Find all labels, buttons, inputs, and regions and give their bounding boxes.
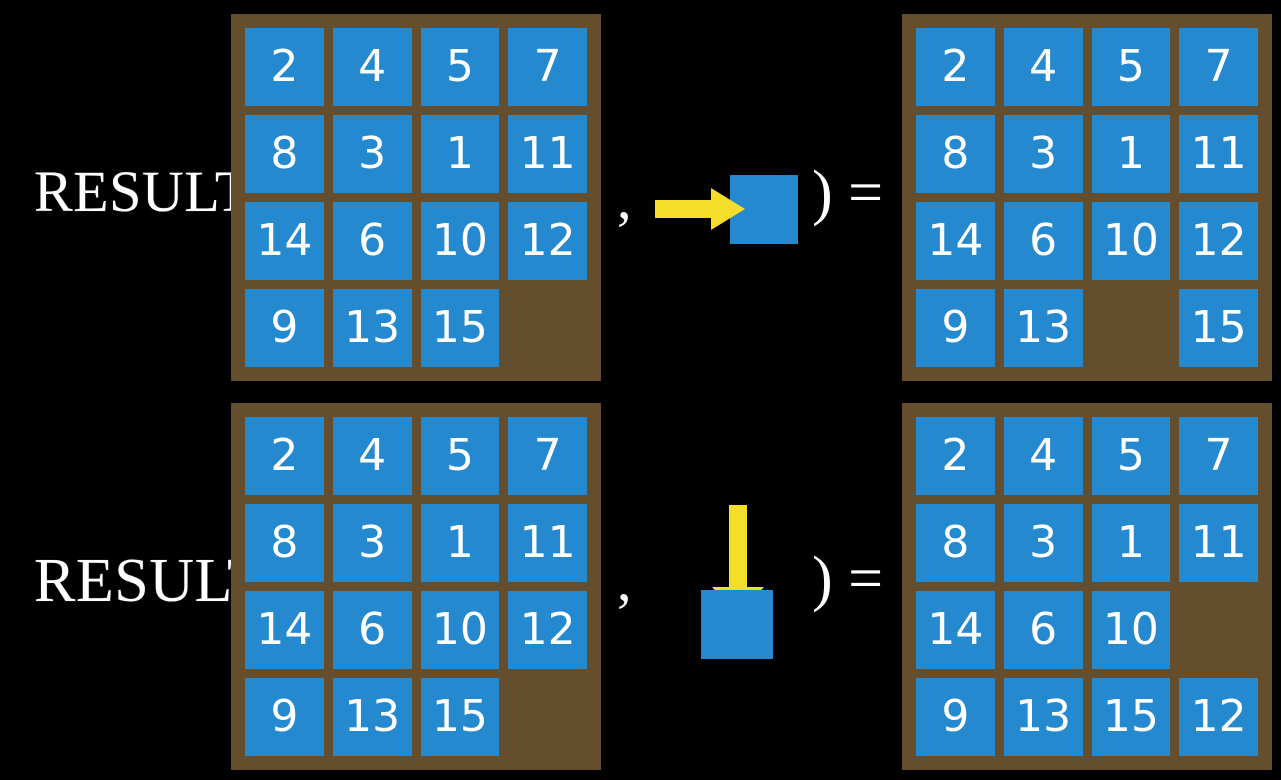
comma-separator-top: , — [617, 166, 632, 231]
input-board-bottom-tile-15[interactable]: 15 — [420, 678, 500, 756]
input-board-top-tile-13[interactable]: 13 — [332, 289, 412, 367]
output-board-bottom-tile-8[interactable]: 8 — [916, 504, 995, 582]
output-board-top-blank-cell-r4c3 — [1092, 289, 1171, 367]
output-board-bottom-tile-15[interactable]: 15 — [1091, 678, 1171, 756]
closing-paren-equals-top: ) = — [812, 159, 884, 227]
output-board-top-tile-13[interactable]: 13 — [1003, 289, 1083, 367]
output-board-top-tile-3[interactable]: 3 — [1003, 115, 1083, 193]
input-board-bottom-tile-6[interactable]: 6 — [332, 591, 412, 669]
input-board-bottom-tile-14[interactable]: 14 — [245, 591, 324, 669]
input-board-bottom-tile-2[interactable]: 2 — [245, 417, 324, 495]
output-board-bottom-tile-3[interactable]: 3 — [1003, 504, 1083, 582]
input-board-bottom-tile-5[interactable]: 5 — [420, 417, 500, 495]
input-board-top-tile-4[interactable]: 4 — [332, 28, 412, 106]
input-board-bottom-blank-cell-r4c4 — [508, 678, 587, 756]
output-board-top-tile-1[interactable]: 1 — [1091, 115, 1171, 193]
comma-separator-bottom: , — [617, 548, 632, 613]
output-board-top-tile-10[interactable]: 10 — [1091, 202, 1171, 280]
output-board-top-tile-6[interactable]: 6 — [1003, 202, 1083, 280]
input-board-top-tile-15[interactable]: 15 — [420, 289, 500, 367]
input-board-top-blank-cell-r4c4 — [508, 289, 587, 367]
input-board-bottom-tile-12[interactable]: 12 — [508, 591, 587, 669]
closing-paren-equals-bottom: ) = — [812, 545, 884, 613]
output-board-top-tile-14[interactable]: 14 — [916, 202, 995, 280]
input-board-top-tile-1[interactable]: 1 — [420, 115, 500, 193]
output-board-bottom-tile-9[interactable]: 9 — [916, 678, 995, 756]
output-board-top-tile-12[interactable]: 12 — [1179, 202, 1258, 280]
output-board-bottom-tile-2[interactable]: 2 — [916, 417, 995, 495]
input-board-top-tile-3[interactable]: 3 — [332, 115, 412, 193]
input-board-bottom-tile-3[interactable]: 3 — [332, 504, 412, 582]
output-board-bottom-tile-14[interactable]: 14 — [916, 591, 995, 669]
input-board-top-tile-6[interactable]: 6 — [332, 202, 412, 280]
output-board-bottom-tile-13[interactable]: 13 — [1003, 678, 1083, 756]
input-board-bottom-tile-13[interactable]: 13 — [332, 678, 412, 756]
output-board-bottom-blank-cell-r3c4 — [1179, 591, 1258, 669]
input-board-top-tile-10[interactable]: 10 — [420, 202, 500, 280]
output-board-top-tile-7[interactable]: 7 — [1179, 28, 1258, 106]
input-board-top-tile-2[interactable]: 2 — [245, 28, 324, 106]
output-board-top-tile-2[interactable]: 2 — [916, 28, 995, 106]
input-board-bottom-tile-10[interactable]: 10 — [420, 591, 500, 669]
input-board-bottom-tile-11[interactable]: 11 — [508, 504, 587, 582]
output-board-top-tile-8[interactable]: 8 — [916, 115, 995, 193]
output-board-bottom-tile-7[interactable]: 7 — [1179, 417, 1258, 495]
input-board-bottom-tile-1[interactable]: 1 — [420, 504, 500, 582]
output-board-top-tile-9[interactable]: 9 — [916, 289, 995, 367]
slide-down-arrow-icon — [712, 505, 764, 617]
output-board-top-tile-5[interactable]: 5 — [1091, 28, 1171, 106]
input-board-top-tile-11[interactable]: 11 — [508, 115, 587, 193]
input-board-top-tile-14[interactable]: 14 — [245, 202, 324, 280]
output-board-bottom-tile-5[interactable]: 5 — [1091, 417, 1171, 495]
target-square-bottom — [701, 590, 773, 659]
input-board-top-tile-12[interactable]: 12 — [508, 202, 587, 280]
input-board-top-tile-8[interactable]: 8 — [245, 115, 324, 193]
input-board-top-tile-7[interactable]: 7 — [508, 28, 587, 106]
slide-right-arrow-icon — [655, 188, 745, 230]
output-board-bottom-tile-11[interactable]: 11 — [1179, 504, 1258, 582]
input-board-bottom-tile-9[interactable]: 9 — [245, 678, 324, 756]
output-board-bottom-tile-10[interactable]: 10 — [1091, 591, 1171, 669]
output-board-top-tile-4[interactable]: 4 — [1003, 28, 1083, 106]
output-board-top-tile-11[interactable]: 11 — [1179, 115, 1258, 193]
input-board-top-tile-5[interactable]: 5 — [420, 28, 500, 106]
output-board-bottom-tile-6[interactable]: 6 — [1003, 591, 1083, 669]
result-label-top: RESULT( — [34, 159, 271, 224]
output-board-top-tile-15[interactable]: 15 — [1179, 289, 1258, 367]
input-board-bottom-tile-4[interactable]: 4 — [332, 417, 412, 495]
input-board-bottom-tile-7[interactable]: 7 — [508, 417, 587, 495]
output-board-bottom-tile-12[interactable]: 12 — [1179, 678, 1258, 756]
input-board-bottom-tile-8[interactable]: 8 — [245, 504, 324, 582]
output-board-bottom-tile-1[interactable]: 1 — [1091, 504, 1171, 582]
input-board-top-tile-9[interactable]: 9 — [245, 289, 324, 367]
output-board-bottom-tile-4[interactable]: 4 — [1003, 417, 1083, 495]
